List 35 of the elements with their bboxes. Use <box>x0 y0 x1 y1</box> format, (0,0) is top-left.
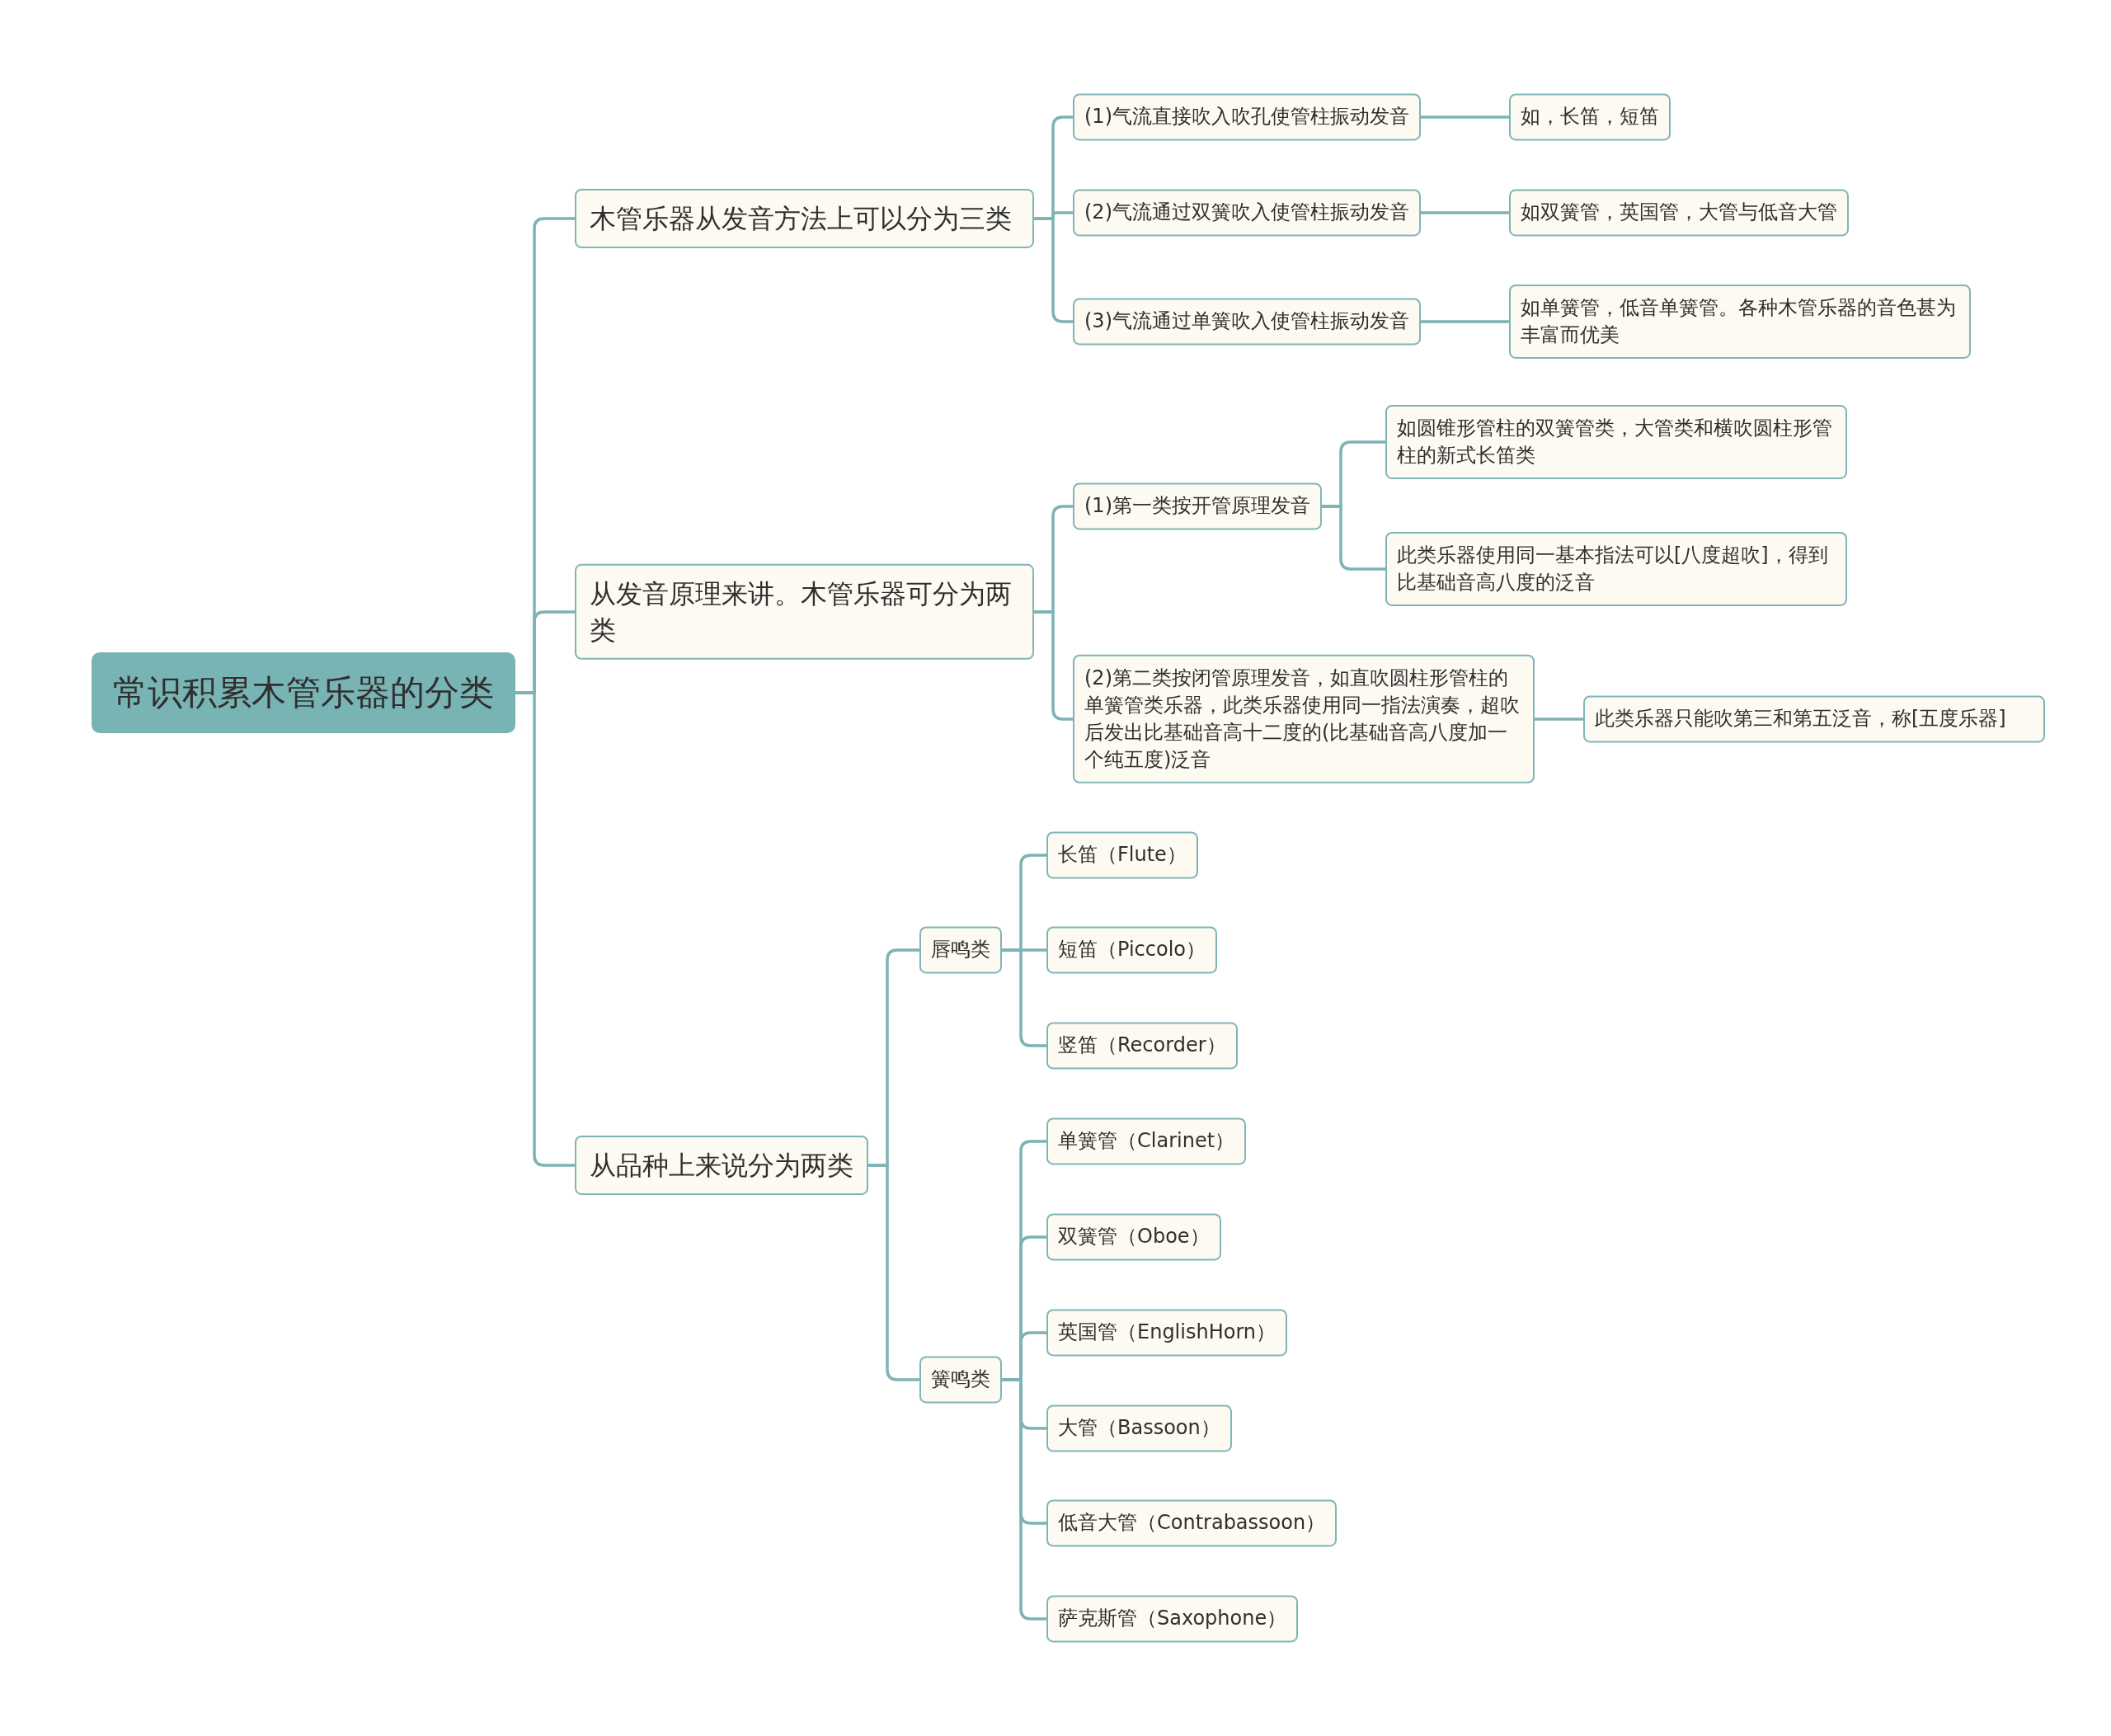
topic-box: 此类乐器只能吹第三和第五泛音，称[五度乐器] <box>1583 695 2045 743</box>
topic-box: (1)气流直接吹入吹孔使管柱振动发音 <box>1073 93 1421 141</box>
connector-line <box>1034 217 1073 323</box>
topic-box: 如，长笛，短笛 <box>1509 93 1671 141</box>
topic-box: 长笛（Flute） <box>1046 831 1198 879</box>
root-topic-box: 常识积累木管乐器的分类 <box>92 652 515 733</box>
connector-line <box>1421 115 1509 119</box>
connector-line <box>1322 505 1385 571</box>
connector-line <box>515 691 575 1167</box>
topic-box: (2)第二类按闭管原理发音，如直吹圆柱形管柱的单簧管类乐器，此类乐器使用同一指法演奏，超吹后发出比基础音高十二度的(比基础音高八度加一个纯五度)泛音 <box>1073 654 1535 784</box>
connector-line <box>1421 211 1509 214</box>
topic-box: 从发音原理来讲。木管乐器可分为两类 <box>575 563 1034 661</box>
topic-box: 低音大管（Contrabassoon） <box>1046 1499 1338 1547</box>
connector-line <box>1034 610 1073 721</box>
topic-box: 如单簧管，低音单簧管。各种木管乐器的音色甚为丰富而优美 <box>1509 284 1971 360</box>
topic-box: 萨克斯管（Saxophone） <box>1046 1595 1299 1643</box>
topic-box: 短笛（Piccolo） <box>1046 926 1218 974</box>
topic-box: 双簧管（Oboe） <box>1046 1213 1221 1261</box>
topic-box: (1)第一类按开管原理发音 <box>1073 482 1322 530</box>
topic-box: (2)气流通过双簧吹入使管柱振动发音 <box>1073 189 1421 237</box>
topic-box: 单簧管（Clarinet） <box>1046 1117 1247 1165</box>
topic-box: 簧鸣类 <box>919 1356 1002 1404</box>
topic-box: 英国管（EnglishHorn） <box>1046 1309 1288 1357</box>
topic-box: 从品种上来说分为两类 <box>575 1135 868 1196</box>
connector-line <box>868 1164 919 1381</box>
topic-box: 大管（Bassoon） <box>1046 1404 1232 1452</box>
topic-box: 唇鸣类 <box>919 926 1002 974</box>
connector-line <box>1535 717 1583 721</box>
topic-box: 木管乐器从发音方法上可以分为三类 <box>575 188 1034 249</box>
topic-box: 如圆锥形管柱的双簧管类，大管类和横吹圆柱形管柱的新式长笛类 <box>1385 404 1847 480</box>
topic-box: 如双簧管，英国管，大管与低音大管 <box>1509 189 1849 237</box>
connector-line <box>1421 320 1509 323</box>
topic-box: 此类乐器使用同一基本指法可以[八度超吹]，得到比基础音高八度的泛音 <box>1385 531 1847 607</box>
topic-box: 竖笛（Recorder） <box>1046 1022 1238 1070</box>
topic-box: (3)气流通过单簧吹入使管柱振动发音 <box>1073 298 1421 346</box>
